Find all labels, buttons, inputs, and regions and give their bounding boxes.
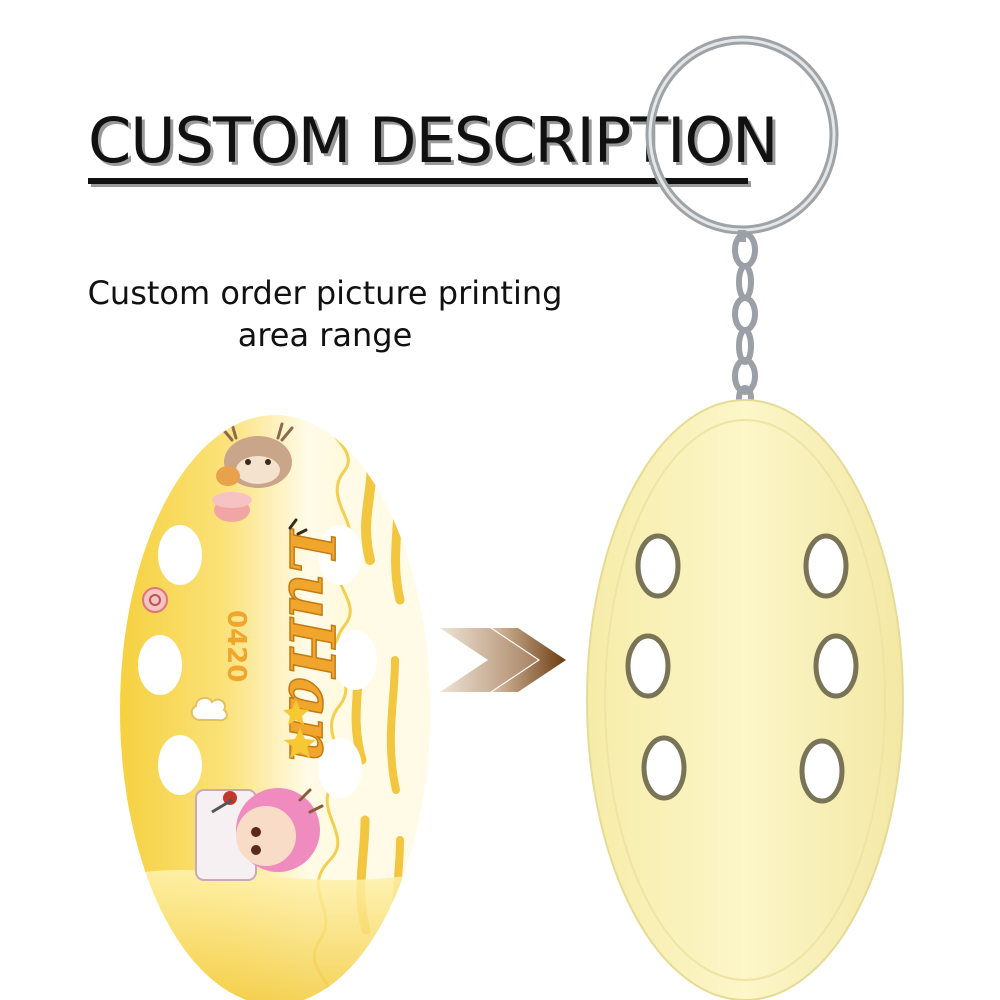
arrow-dark-chevron [492,628,566,692]
direction-arrows [440,628,566,692]
blank-holes [625,533,859,804]
key-ring [645,35,839,242]
subtitle: Custom order picture printing area range [60,272,590,356]
page-title: CUSTOM DESCRIPTION [88,104,779,177]
blank-keychain [586,399,904,1000]
printed-design: LuHan 0420 [120,415,430,1000]
chibi-character-illustration [195,788,324,881]
subtitle-line-1: Custom order picture printing [87,274,563,312]
chibi-deer-illustration [212,422,294,522]
title-block: CUSTOM DESCRIPTION [88,96,779,186]
design-name-text: LuHan [275,528,348,763]
key-chain [732,231,758,411]
design-number-text: 0420 [221,610,251,682]
title-underline [88,178,748,184]
arrow-light-chevron [440,628,538,692]
subtitle-line-2: area range [237,316,413,354]
